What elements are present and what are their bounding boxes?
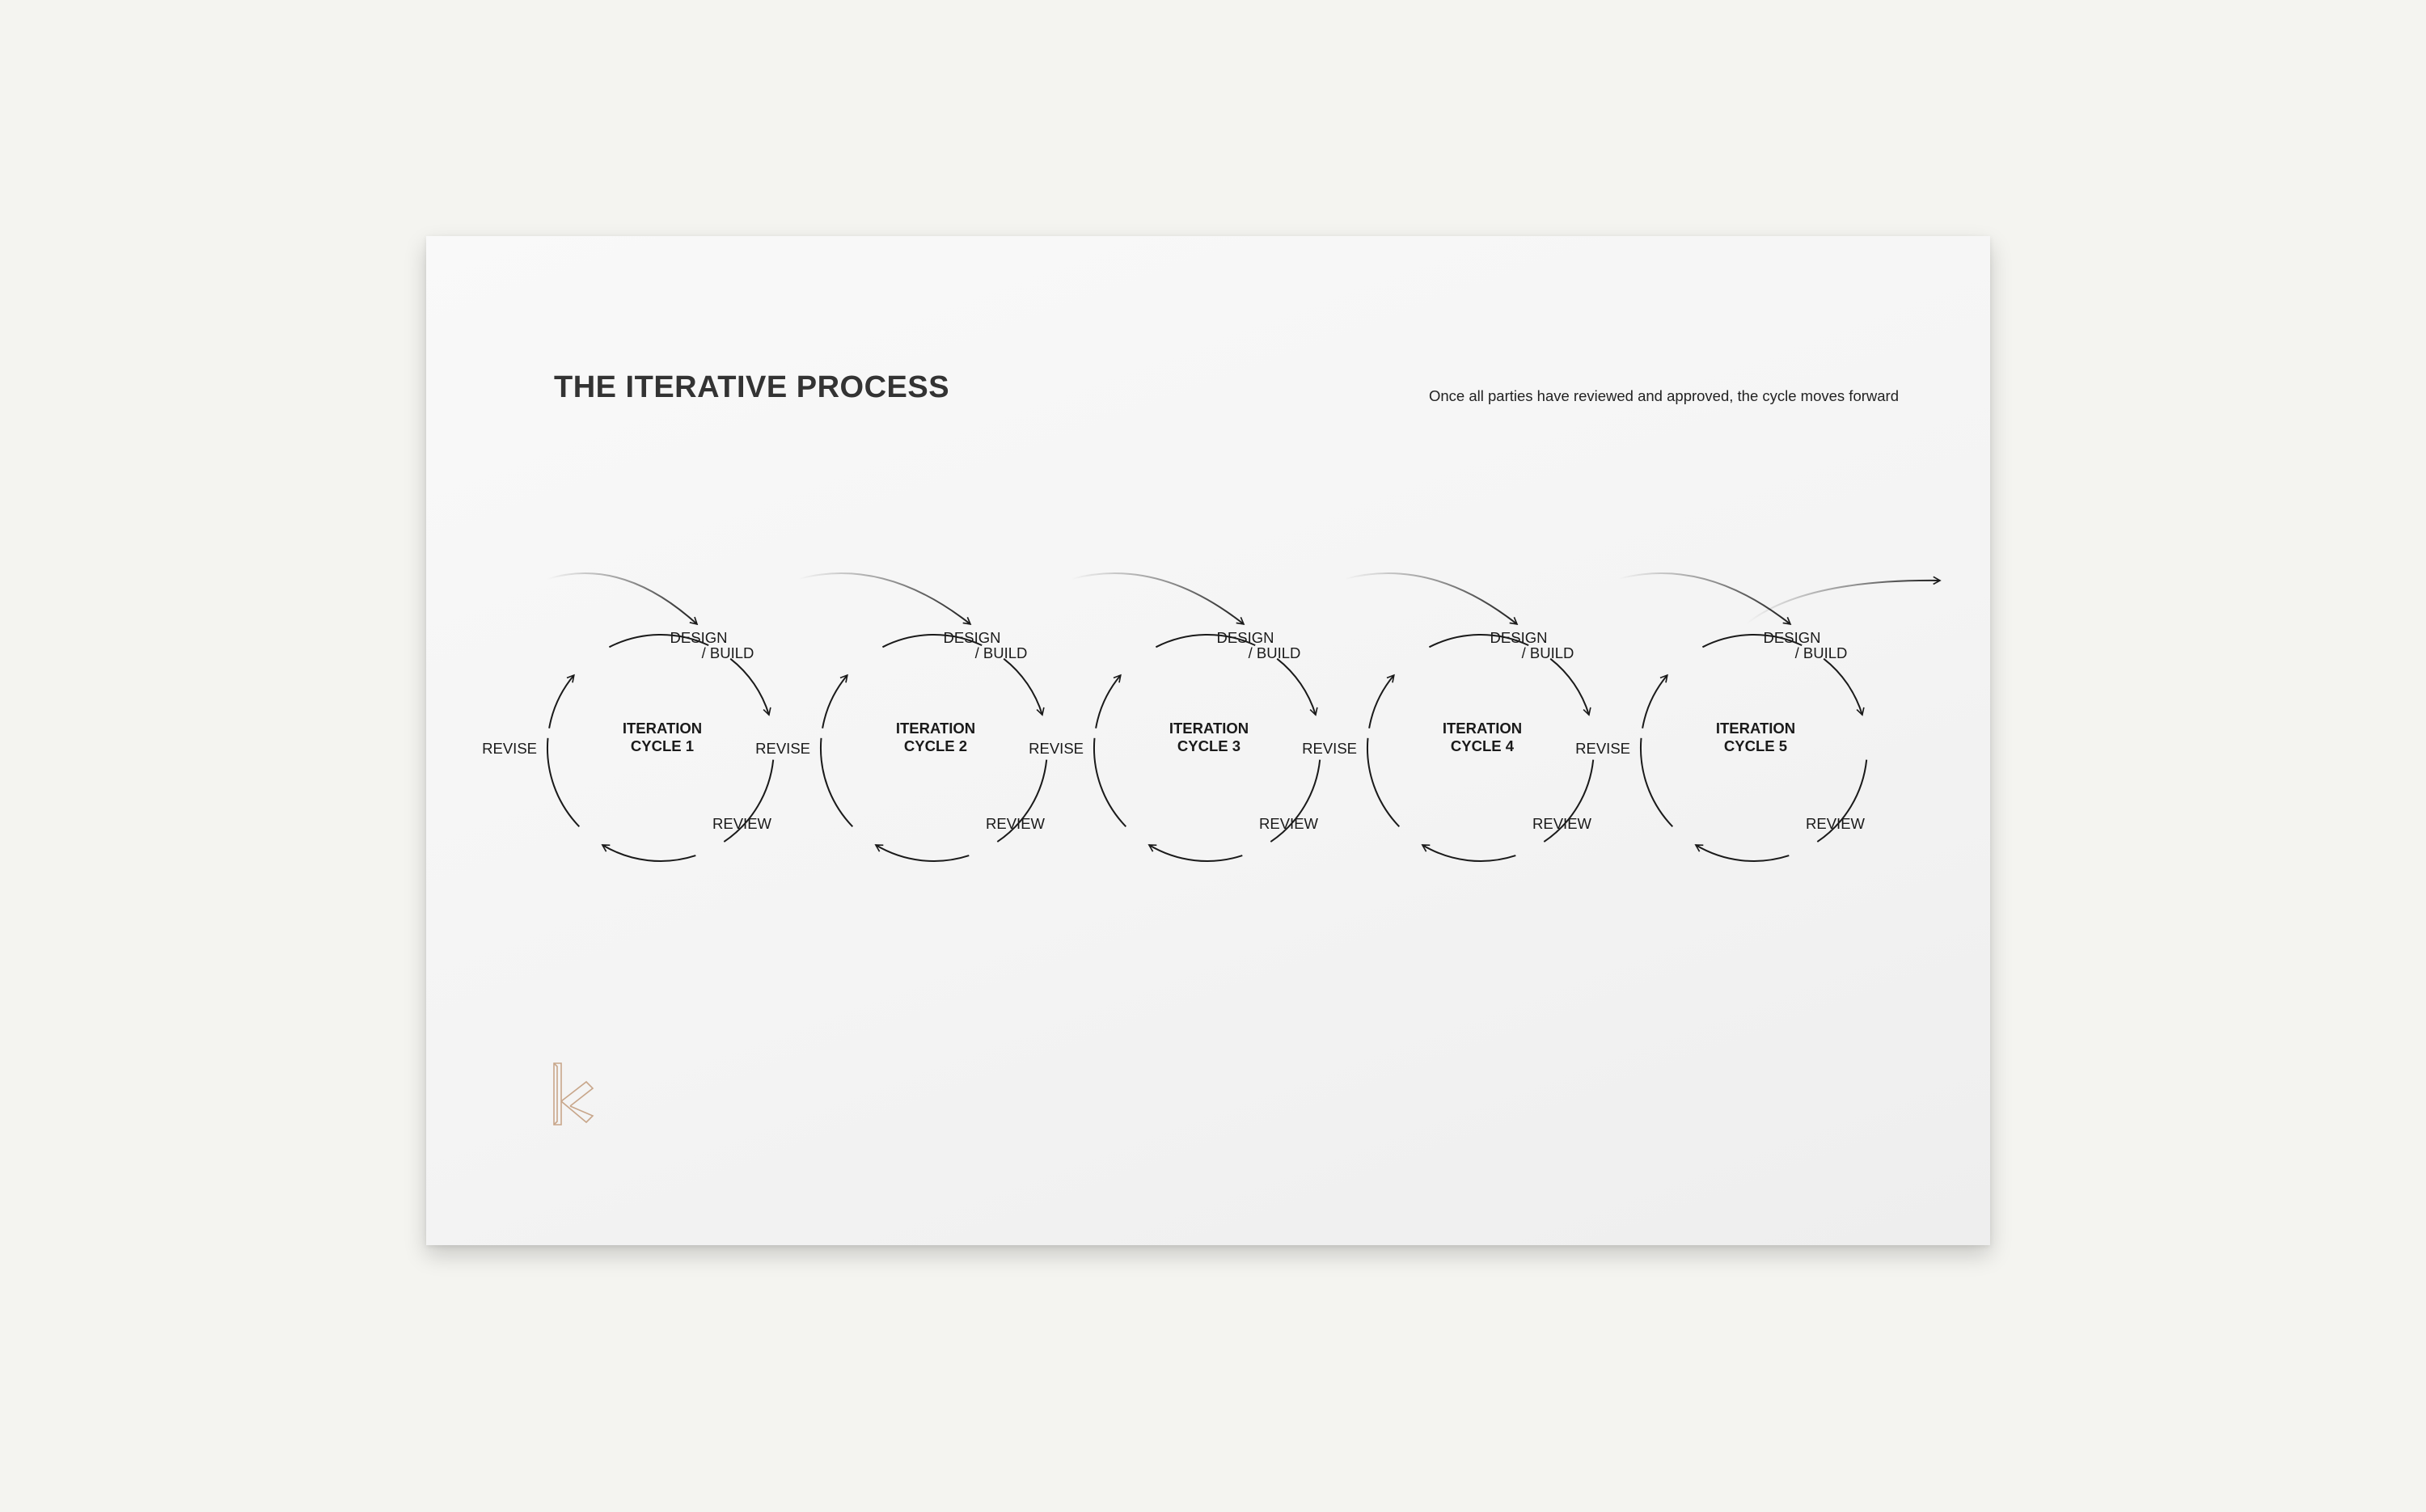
arc-revise-to-design-up <box>1368 674 1395 729</box>
iteration-diagram: DESIGN/ BUILDREVIEWREVISEITERATIONCYCLE … <box>482 572 1942 862</box>
forward-arrow-5 <box>1617 572 1792 626</box>
forward-arrows <box>547 572 1942 626</box>
stage-review-label: REVIEW <box>1806 815 1866 832</box>
arc-revise-up <box>1366 737 1401 827</box>
stage-design-label: DESIGN <box>1764 629 1821 646</box>
stage-revise-label: REVISE <box>1575 740 1630 757</box>
stage-revise-label: REVISE <box>1029 740 1084 757</box>
forward-arrow-3 <box>1071 572 1245 626</box>
iteration-cycle-5: DESIGN/ BUILD REVIEW REVISE ITERATIONCYCLE … <box>1575 629 1868 862</box>
cycle-title-line2: CYCLE 1 <box>631 737 694 754</box>
page-subtitle: Once all parties have reviewed and appro… <box>1429 387 1899 404</box>
forward-arrow-4 <box>1344 572 1519 626</box>
arc-revise-to-design <box>1155 634 1256 648</box>
arc-revise-up <box>1093 737 1127 827</box>
arc-revise-to-design-up <box>1642 674 1668 729</box>
cycle-title-line2: CYCLE 5 <box>1724 737 1787 754</box>
cycle-title-line1: ITERATION <box>1716 720 1795 737</box>
stage-revise-label: REVISE <box>755 740 810 757</box>
stage-review-label: REVIEW <box>712 815 772 832</box>
stage-build-label: / BUILD <box>975 644 1028 661</box>
stage-design-label: DESIGN <box>944 629 1001 646</box>
iteration-cycle-3: DESIGN/ BUILD REVIEW REVISE ITERATIONCYCLE … <box>1029 629 1321 862</box>
arc-review-to-revise <box>1147 844 1243 862</box>
arc-revise-up <box>1639 737 1674 827</box>
cycle-title-line1: ITERATION <box>1443 720 1522 737</box>
arc-review-to-revise <box>1694 844 1790 862</box>
arc-review-to-revise <box>874 844 970 862</box>
page-title: THE ITERATIVE PROCESS <box>554 370 950 404</box>
forward-arrow-1 <box>547 572 699 626</box>
arc-revise-to-design-up <box>1095 674 1122 729</box>
process-card: THE ITERATIVE PROCESS Once all parties h… <box>426 236 1990 1245</box>
arc-revise-up <box>546 737 581 827</box>
arc-design-to-review <box>729 657 771 716</box>
arc-revise-to-design <box>1428 634 1529 648</box>
cycle-title-line2: CYCLE 4 <box>1451 737 1515 754</box>
stage-build-label: / BUILD <box>702 644 754 661</box>
stage-build-label: / BUILD <box>1249 644 1301 661</box>
stage-design-label: DESIGN <box>1217 629 1274 646</box>
stage-design-label: DESIGN <box>670 629 728 646</box>
arc-revise-to-design <box>881 634 983 648</box>
cycle-title-line1: ITERATION <box>623 720 702 737</box>
stage-revise-label: REVISE <box>1302 740 1357 757</box>
stage-build-label: / BUILD <box>1795 644 1848 661</box>
k-monogram-icon <box>553 1062 594 1126</box>
arc-design-to-review <box>1003 657 1045 716</box>
arc-review-down <box>996 759 1048 843</box>
arc-revise-to-design-up <box>548 674 575 729</box>
arc-design-to-review <box>1549 657 1591 716</box>
stage-design-label: DESIGN <box>1490 629 1548 646</box>
iteration-cycle-4: DESIGN/ BUILD REVIEW REVISE ITERATIONCYCLE … <box>1302 629 1595 862</box>
iteration-cycle-1: DESIGN/ BUILD REVIEW REVISE ITERATIONCYCLE … <box>482 629 775 862</box>
arc-review-to-revise <box>601 844 696 862</box>
arc-review-to-revise <box>1421 844 1516 862</box>
arc-revise-to-design <box>1701 634 1803 648</box>
cycle-title-line1: ITERATION <box>896 720 975 737</box>
arc-revise-to-design-up <box>822 674 848 729</box>
stage-revise-label: REVISE <box>482 740 537 757</box>
cycle-title-line2: CYCLE 3 <box>1177 737 1240 754</box>
arc-design-to-review <box>1823 657 1865 716</box>
stage-review-label: REVIEW <box>986 815 1046 832</box>
stage-review-label: REVIEW <box>1532 815 1592 832</box>
stage-review-label: REVIEW <box>1259 815 1319 832</box>
stage-build-label: / BUILD <box>1522 644 1574 661</box>
arc-revise-up <box>819 737 854 827</box>
cycles-group: DESIGN/ BUILDREVIEWREVISEITERATIONCYCLE … <box>482 629 1868 862</box>
arc-review-down <box>1816 759 1868 843</box>
cycle-title-line2: CYCLE 2 <box>904 737 967 754</box>
arc-review-down <box>1543 759 1595 843</box>
forward-arrow-2 <box>797 572 972 626</box>
cycle-title-line1: ITERATION <box>1169 720 1249 737</box>
arc-revise-to-design <box>608 634 709 648</box>
arc-design-to-review <box>1276 657 1318 716</box>
arc-review-down <box>723 759 775 843</box>
iteration-cycle-2: DESIGN/ BUILD REVIEW REVISE ITERATIONCYCLE … <box>755 629 1048 862</box>
arc-review-down <box>1270 759 1321 843</box>
forward-arrow-exit <box>1745 576 1942 625</box>
